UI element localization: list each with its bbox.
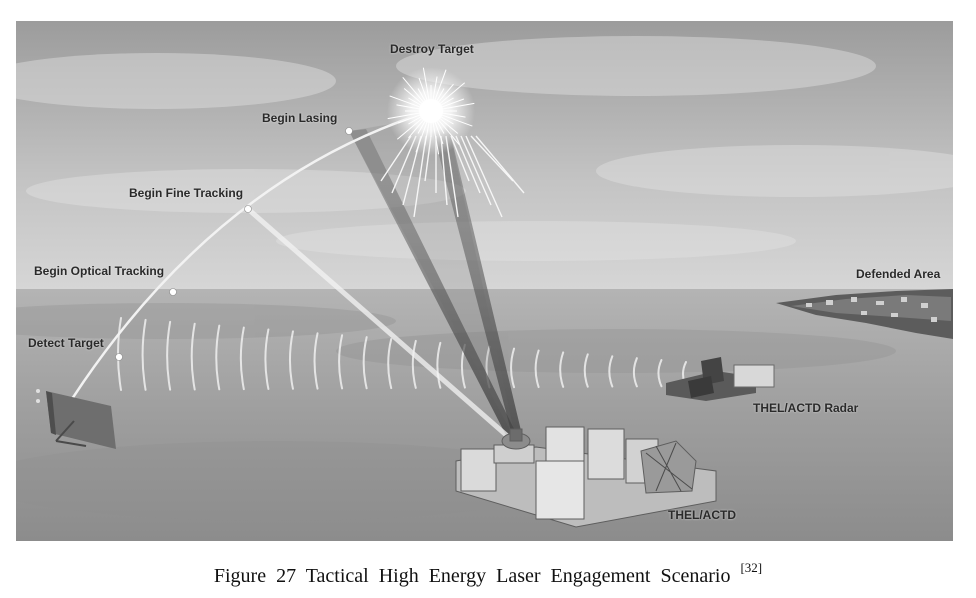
radar-arc <box>166 320 172 391</box>
burst-ray <box>408 118 425 139</box>
burst-ray <box>403 88 424 105</box>
burst-ray <box>396 104 422 110</box>
label-thel-radar: THEL/ACTD Radar <box>753 401 859 415</box>
radar-arc <box>338 334 344 390</box>
trajectory-markers <box>115 127 353 361</box>
sky <box>16 21 953 291</box>
debris-streak <box>465 135 503 218</box>
debris-streak <box>460 135 492 206</box>
burst-ray <box>408 115 423 125</box>
debris-streak <box>475 135 525 194</box>
radar-arc <box>436 341 442 389</box>
burst-ray <box>418 77 429 102</box>
burst-ray <box>440 102 475 110</box>
burst-ray <box>433 120 444 145</box>
radar-arc <box>288 330 294 390</box>
burst-ray <box>438 117 459 134</box>
radar-arc <box>510 347 516 389</box>
radar-arc <box>559 351 565 388</box>
label-thel-actd: THEL/ACTD <box>668 508 736 522</box>
thel-laser-facility <box>455 426 717 528</box>
figure-caption: Figure 27 Tactical High Energy Laser Eng… <box>0 560 976 588</box>
radar-arc <box>387 338 393 390</box>
burst-ray <box>397 113 422 124</box>
thel-radar-unit <box>666 357 775 401</box>
burst-ray <box>424 120 430 146</box>
burst-ray <box>440 113 473 127</box>
explosion-burst <box>380 67 525 218</box>
radar-arc <box>190 322 196 391</box>
radar-arc <box>264 328 270 390</box>
radar-arc <box>632 357 638 388</box>
label-defended-area: Defended Area <box>856 267 941 281</box>
burst-ray <box>438 82 466 105</box>
burst-ray <box>389 95 422 109</box>
radar-arc <box>657 359 663 388</box>
burst-ray <box>415 120 429 153</box>
burst-ray <box>387 112 422 120</box>
radar-arc <box>141 318 147 391</box>
burst-ray <box>439 97 454 107</box>
label-begin-lasing: Begin Lasing <box>262 111 338 125</box>
label-begin-fine-tracking: Begin Fine Tracking <box>129 186 244 200</box>
burst-ray <box>435 119 445 134</box>
laser-beams <box>246 113 523 443</box>
burst-ray <box>437 118 460 146</box>
rocket-launcher <box>36 389 116 449</box>
burst-ray <box>435 88 445 103</box>
label-detect-target: Detect Target <box>28 336 104 350</box>
burst-ray <box>432 120 440 155</box>
burst-ray <box>439 115 454 125</box>
burst-ray <box>432 76 438 102</box>
label-begin-optical-tracking: Begin Optical Tracking <box>34 264 165 278</box>
terrain-shading <box>16 303 896 521</box>
burst-ray <box>402 76 425 104</box>
caption-text: Figure 27 Tactical High Energy Laser Eng… <box>213 565 731 587</box>
engagement-scenario-illustration: Destroy Target Begin Lasing Begin Fine T… <box>16 21 953 541</box>
target-trajectory <box>54 109 432 425</box>
burst-ray <box>417 88 427 103</box>
defended-area-town <box>776 289 953 339</box>
radar-arc <box>534 349 540 389</box>
label-destroy-target: Destroy Target <box>390 42 474 56</box>
burst-ray <box>422 67 430 102</box>
radar-arc <box>239 326 245 391</box>
radar-arc <box>583 353 589 388</box>
burst-ray <box>440 98 465 109</box>
radar-arc <box>313 332 319 390</box>
burst-ray <box>396 117 424 140</box>
burst-ray <box>408 97 423 107</box>
radar-arc <box>411 339 417 389</box>
caption-reference: [32] <box>740 560 763 575</box>
radar-arc <box>608 355 614 388</box>
burst-ray <box>417 119 427 134</box>
radar-arc <box>362 336 368 390</box>
scenario-scene <box>16 21 953 541</box>
debris-streak <box>455 135 481 194</box>
burst-ray <box>440 112 466 118</box>
burst-ray <box>437 83 454 104</box>
burst-ray <box>433 69 447 102</box>
debris-streak <box>470 135 514 182</box>
radar-arc <box>215 324 221 391</box>
